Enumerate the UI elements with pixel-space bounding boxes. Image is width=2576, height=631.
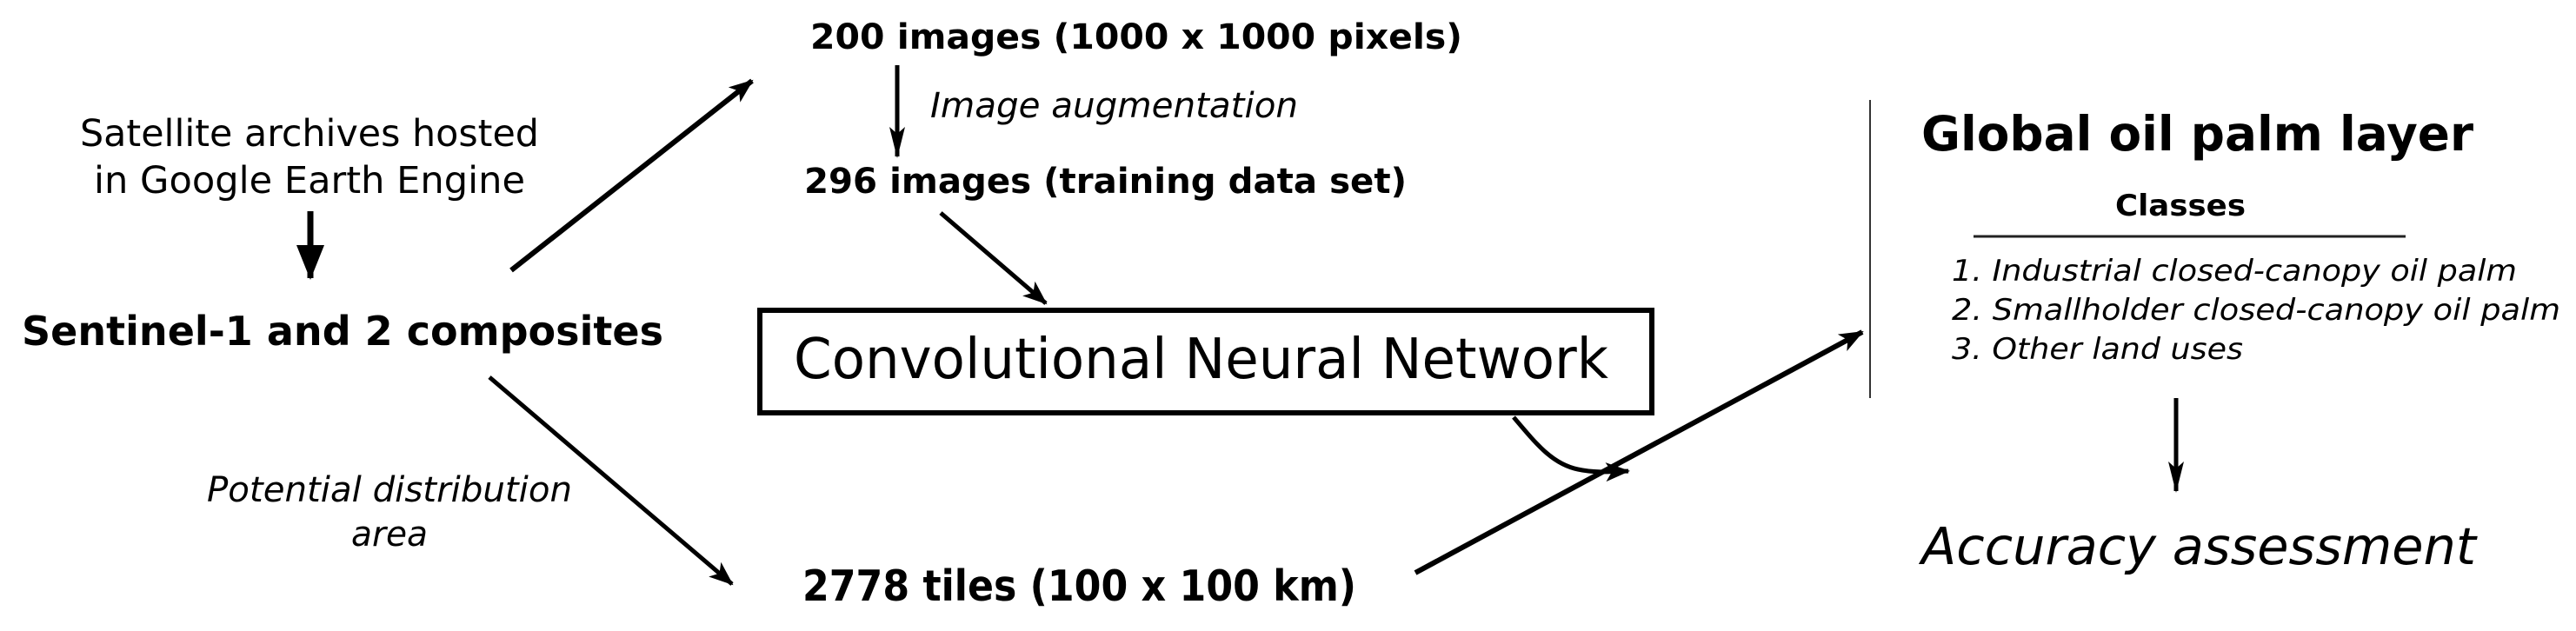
- tiles-node: 2778 tiles (100 x 100 km): [802, 561, 1356, 611]
- arrow-tiles-to-output: [1414, 329, 1864, 575]
- cnn-box-frame: [757, 308, 1654, 415]
- output-node: Global oil palm layer Classes 1. Industr…: [1921, 106, 2560, 367]
- potential-distribution-label: Potential distribution area: [207, 470, 572, 555]
- augmentation-label: Image augmentation: [930, 86, 1298, 126]
- arrow-composites-to-raw-images: [509, 78, 754, 273]
- source-label-line-1: Satellite archives hosted: [80, 112, 539, 156]
- accuracy-assessment-node: Accuracy assessment: [1918, 516, 2478, 576]
- output-title: Global oil palm layer: [1921, 106, 2473, 162]
- cnn-label: Convolutional Neural Network: [794, 328, 1608, 392]
- source-node: Satellite archives hosted in Google Eart…: [80, 112, 539, 203]
- arrow-cnn-to-prediction: [1512, 415, 1630, 482]
- arrow-training-to-cnn: [939, 211, 1048, 305]
- augmented-images-node: 296 images (training data set): [804, 162, 1407, 202]
- class-item: 3. Other land uses: [1952, 332, 2243, 367]
- classes-heading: Classes: [2115, 189, 2246, 223]
- raw-images-node: 200 images (1000 x 1000 pixels): [810, 17, 1462, 57]
- composites-node: Sentinel-1 and 2 composites: [22, 308, 663, 355]
- potential-distribution-line-2: area: [351, 515, 428, 555]
- arrow-composites-to-tiles: [488, 375, 734, 586]
- potential-distribution-line-1: Potential distribution: [207, 470, 572, 510]
- class-item: 2. Smallholder closed-canopy oil palm: [1952, 293, 2560, 328]
- classes-list: 1. Industrial closed-canopy oil palm 2. …: [1952, 254, 2560, 367]
- source-label-line-2: in Google Earth Engine: [94, 159, 525, 203]
- cnn-node: Convolutional Neural Network: [757, 308, 1654, 415]
- class-item: 1. Industrial closed-canopy oil palm: [1952, 254, 2517, 289]
